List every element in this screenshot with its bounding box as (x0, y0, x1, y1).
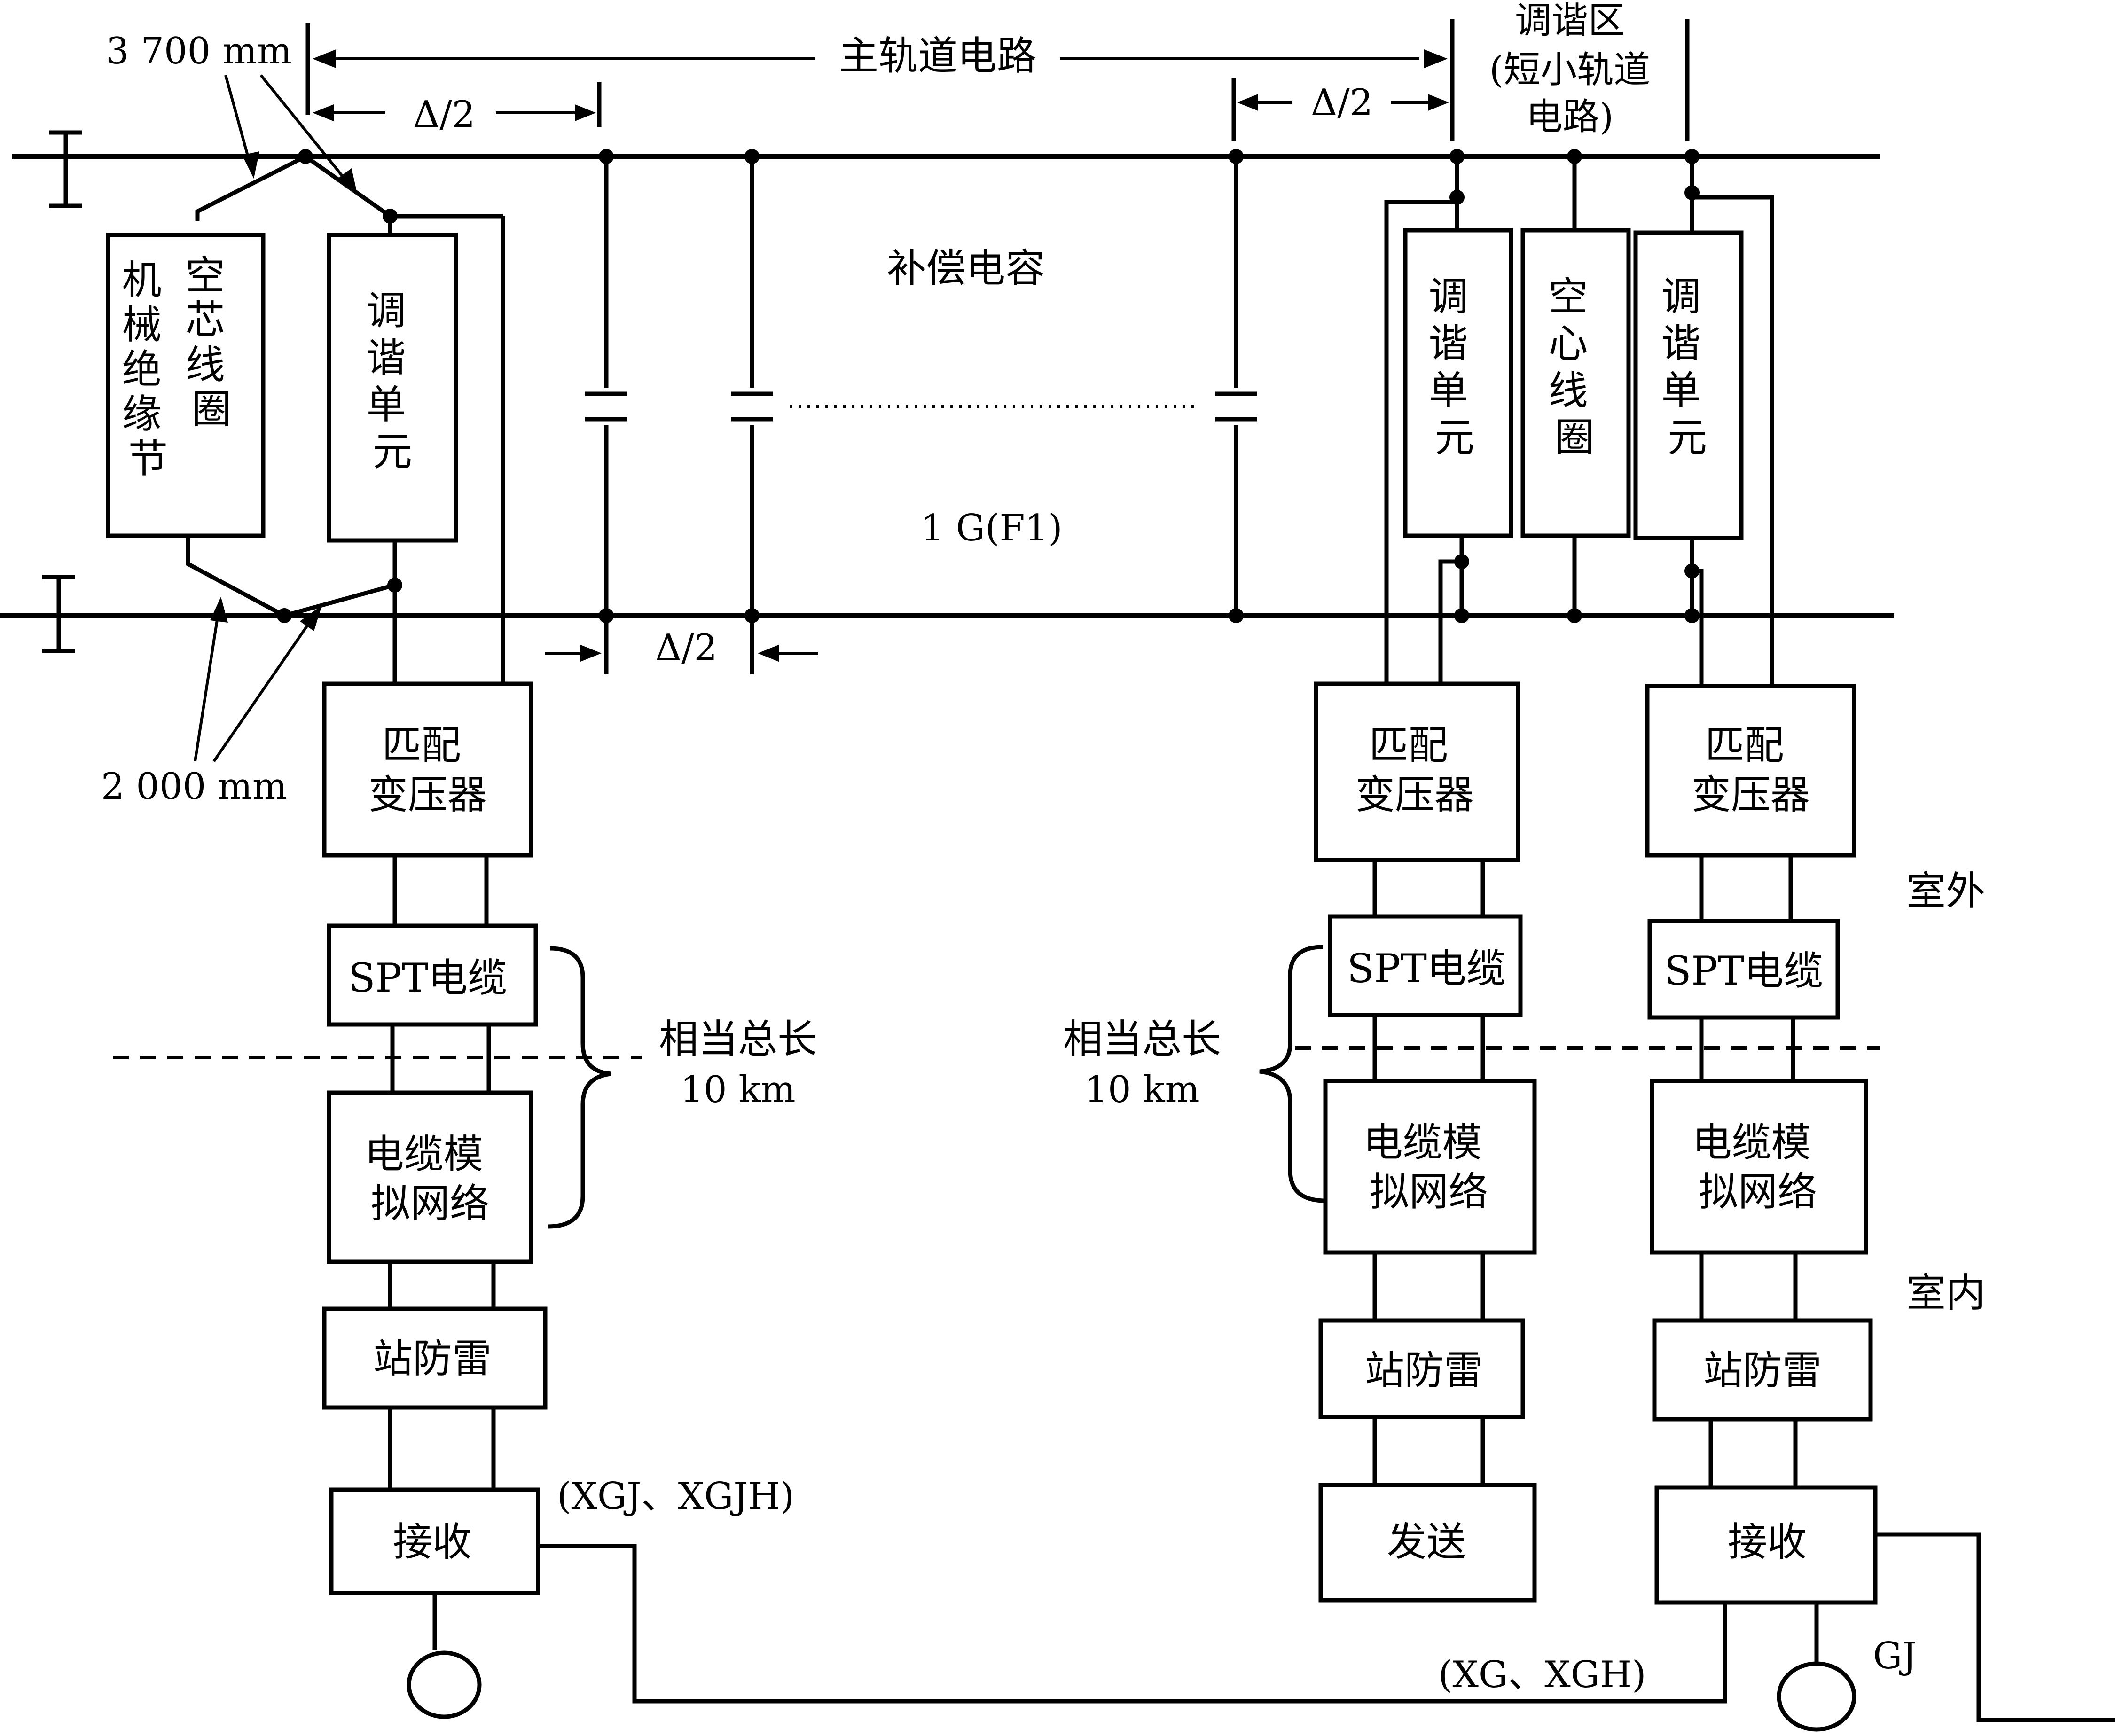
left-relay-symbol (407, 1650, 482, 1719)
mid-matching-transformer-label: 匹配 变压器 (1355, 722, 1474, 818)
junction-dot (1684, 563, 1700, 579)
mid-spt-cable (1328, 914, 1523, 1017)
junction-dot (1454, 554, 1469, 569)
mid-cable-simulation-network (1323, 1079, 1537, 1255)
junction-dot (277, 608, 292, 623)
mid-lightning-protection (1318, 1318, 1525, 1419)
right-lightning-protection-label: 站防雷 (1703, 1347, 1822, 1393)
right-receiver-label: 接收 (1728, 1519, 1807, 1565)
tuning-zone-label: 调谐区 (1515, 0, 1625, 42)
left-lightning-protection (322, 1306, 548, 1410)
right-cable-simulation-network (1650, 1079, 1868, 1255)
junction-dot (1684, 185, 1700, 200)
half-delta-bottom-label: Δ/2 (655, 627, 717, 669)
right-tuning-unit-b-box (1633, 230, 1744, 540)
left-spt-cable (327, 923, 538, 1027)
right-air-coil-text: 空 心 线 圈 (1549, 274, 1601, 461)
left-chain-wiring (388, 855, 496, 1650)
right-chain-wiring (1699, 855, 2115, 1722)
right-tuning-unit-a-box (1403, 228, 1513, 538)
indoor-label: 室内 (1906, 1270, 1985, 1316)
right-brace (1259, 945, 1326, 1203)
junction-dot (383, 209, 398, 224)
junction-dot (298, 149, 313, 164)
left-lightning-protection-label: 站防雷 (373, 1336, 492, 1382)
junction-dot (1454, 608, 1469, 623)
junction-dot (387, 578, 402, 593)
mid-matching-transformer (1314, 681, 1520, 862)
left-tuning-unit-box (327, 233, 458, 543)
left-receiver-label: 接收 (393, 1519, 472, 1565)
left-spt-cable-label: SPT电缆 (348, 955, 507, 1001)
mechanical-insulation-text: 机 械 绝 缘 节 (122, 257, 174, 482)
right-cable-simulation-network-label: 电缆模 拟网络 (1692, 1119, 1824, 1215)
dim-2000-label: 2 000 mm (101, 766, 287, 808)
tuning-zone-label-3: 电路) (1526, 96, 1614, 138)
main-track-label: 主轨道电路 (839, 33, 1036, 79)
left-matching-transformer-label: 匹配 变压器 (368, 722, 487, 818)
equiv-length-left-value: 10 km (680, 1069, 795, 1111)
right-lightning-protection (1652, 1318, 1873, 1422)
relay-bottom-label: (XG、XGH) (1438, 1654, 1646, 1696)
equiv-length-right-value: 10 km (1084, 1069, 1199, 1111)
compensation-capacitor (731, 149, 773, 623)
right-matching-transformer-label: 匹配 变压器 (1692, 722, 1810, 818)
right-tuning-unit-a-text: 调 谐 单 元 (1429, 274, 1481, 461)
right-tuning-unit-b-text: 调 谐 单 元 (1661, 274, 1714, 461)
half-delta-bottom-arrows (545, 645, 818, 662)
right-relay-gj-symbol (1777, 1661, 1856, 1732)
left-receiver (329, 1487, 540, 1595)
half-delta-right-arrow (1237, 94, 1449, 111)
junction-dot (1449, 190, 1465, 205)
tuning-zone-label-2: (短小轨道 (1489, 49, 1650, 91)
right-air-coil-box (1520, 228, 1631, 538)
junction-dot (1449, 149, 1465, 164)
dim-3700-label: 3 700 mm (106, 30, 292, 72)
mid-lightning-protection-label: 站防雷 (1365, 1347, 1483, 1393)
main-track-arrow (313, 49, 1448, 68)
mid-chain-wiring (1372, 860, 1485, 1485)
relay-left-label: (XGJ、XGJH) (557, 1475, 794, 1517)
right-matching-transformer (1645, 684, 1856, 858)
equiv-length-right-label: 相当总长 (1063, 1016, 1221, 1062)
outdoor-label: 室外 (1906, 868, 1985, 914)
junction-dot (1567, 149, 1582, 164)
rail-insulator-bottom (42, 575, 75, 653)
right-spt-cable (1647, 919, 1840, 1020)
receiver-link-wire (538, 1544, 1727, 1704)
rail-insulator-top (49, 130, 82, 208)
half-delta-right-label: Δ/2 (1311, 82, 1373, 124)
compensation-capacitor (585, 149, 627, 623)
half-delta-left-arrow (313, 104, 596, 121)
dim-2000-arrows (194, 597, 322, 762)
mechanical-insulation-air-coil-box (106, 233, 266, 538)
compensation-capacitor (1215, 149, 1257, 623)
mid-transmitter (1318, 1483, 1537, 1603)
equiv-length-left-label: 相当总长 (659, 1016, 817, 1062)
left-tuning-unit-text: 调 谐 单 元 (367, 288, 419, 475)
frequency-label: 1 G(F1) (921, 507, 1062, 549)
left-brace (547, 946, 611, 1229)
mid-spt-cable-label: SPT电缆 (1347, 946, 1506, 992)
left-matching-transformer (322, 681, 533, 858)
junction-dot (1684, 608, 1700, 623)
left-cable-simulation-network-label: 电缆模 拟网络 (365, 1131, 496, 1227)
dim-3700-arrows (224, 74, 357, 194)
junction-dot (1684, 149, 1700, 164)
right-receiver (1654, 1485, 1878, 1605)
gj-label: GJ (1873, 1635, 1917, 1677)
compensation-capacitor-label: 补偿电容 (887, 245, 1045, 291)
air-coil-text: 空 芯 线 圈 (186, 252, 238, 432)
left-cable-simulation-network (327, 1090, 533, 1264)
junction-dot (1567, 608, 1582, 623)
right-spt-cable-label: SPT电缆 (1664, 948, 1823, 994)
half-delta-left-label: Δ/2 (413, 94, 475, 136)
mid-cable-simulation-network-label: 电缆模 拟网络 (1363, 1119, 1495, 1215)
mid-transmitter-label: 发送 (1387, 1519, 1466, 1565)
